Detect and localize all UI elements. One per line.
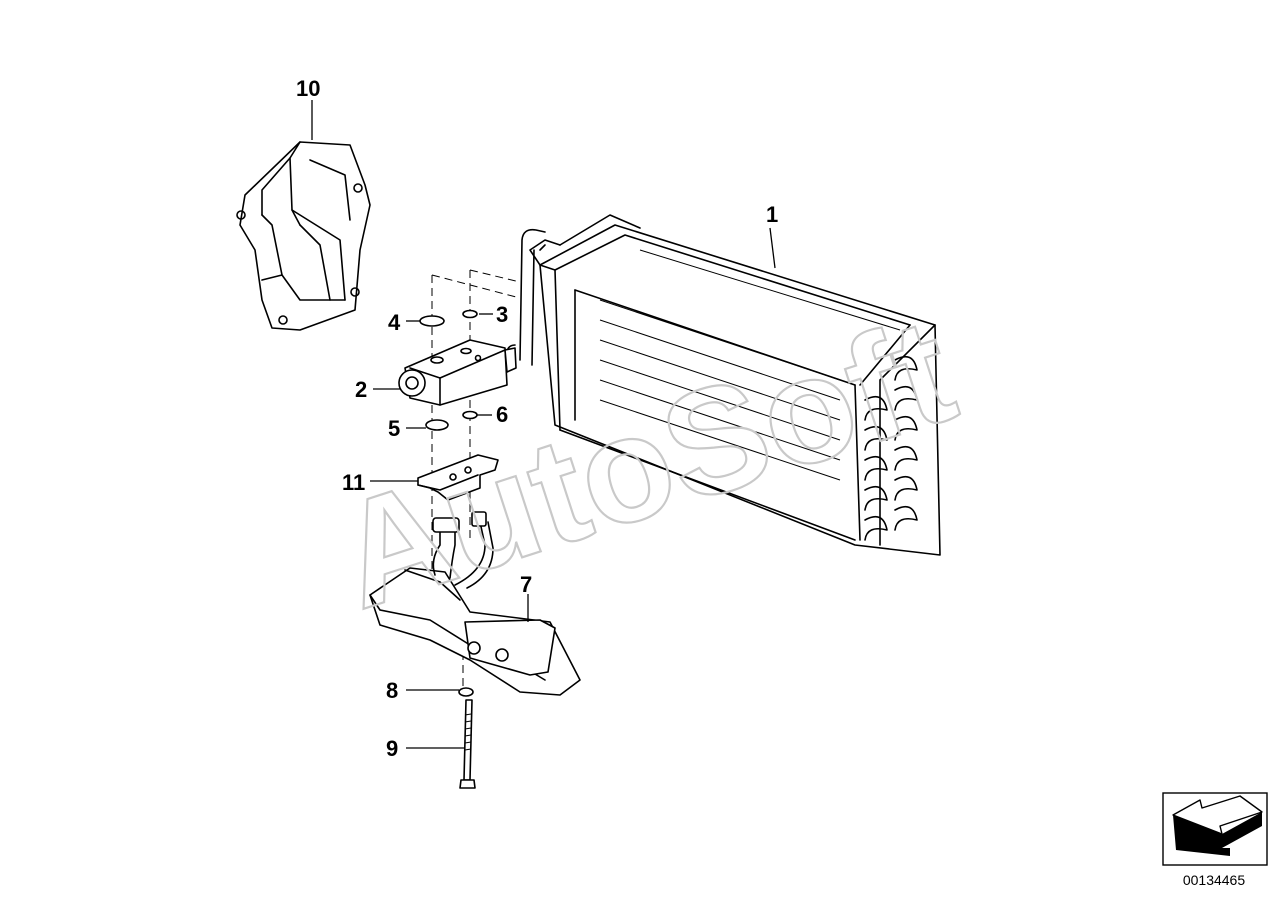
part-9-bolt[interactable]	[459, 699, 476, 789]
document-id: 00134465	[1182, 872, 1246, 888]
back-arrow-icon[interactable]	[1162, 792, 1268, 866]
callout-10: 10	[296, 76, 320, 101]
callout-3: 3	[496, 302, 508, 327]
part-11-bracket[interactable]	[417, 454, 499, 501]
part-8-washer[interactable]	[458, 687, 474, 697]
part-2-expansion-valve[interactable]	[398, 339, 517, 406]
callout-6: 6	[496, 402, 508, 427]
callout-1: 1	[766, 202, 778, 227]
part-3-o-ring[interactable]	[462, 309, 478, 319]
callout-5: 5	[388, 416, 400, 441]
part-1-evaporator[interactable]	[505, 214, 941, 556]
callout-7: 7	[520, 572, 532, 597]
callout-2: 2	[355, 377, 367, 402]
part-5-o-ring[interactable]	[425, 419, 449, 431]
callout-4: 4	[388, 310, 401, 335]
callout-8: 8	[386, 678, 398, 703]
part-7-pipe-assembly[interactable]	[369, 511, 581, 696]
part-6-o-ring[interactable]	[462, 410, 478, 420]
part-10-duct-cover[interactable]	[236, 141, 371, 331]
part-4-o-ring[interactable]	[419, 315, 445, 327]
callout-labels: 10 1 2 3 4 5 6 11 7 8 9	[296, 76, 778, 761]
callout-9: 9	[386, 736, 398, 761]
leader-lines	[311, 100, 776, 749]
callout-11: 11	[342, 470, 365, 495]
